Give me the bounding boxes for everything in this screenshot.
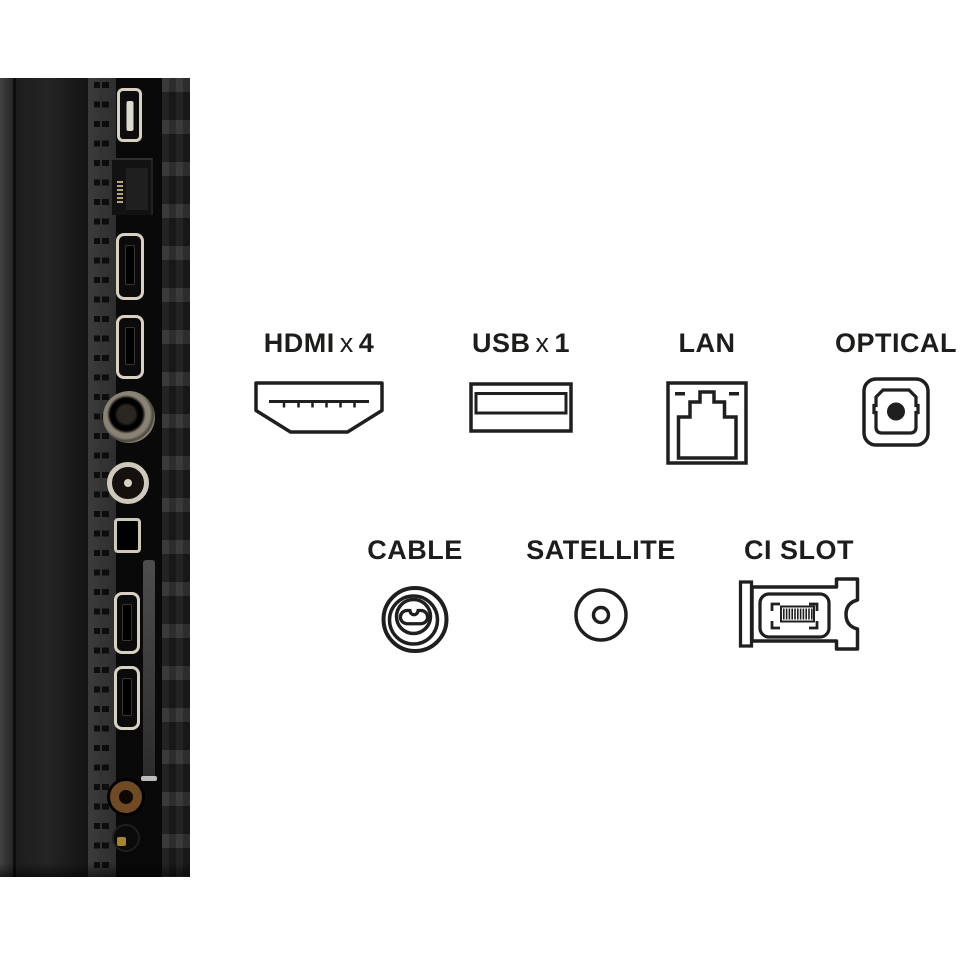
tv-panel-body [16,78,88,877]
photo-headphone-jack [112,824,140,852]
ci-slot-label: CI SLOT [724,536,874,564]
hdmi-port-icon [254,381,384,434]
ci-slot-icon [738,577,860,651]
photo-optical-port [114,518,141,553]
ci-slot-label-name: CI SLOT [744,535,854,565]
tv-back-cover-texture [162,78,190,877]
photo-hdmi-port-1 [116,233,144,300]
photo-ci-slot-bar [143,560,155,778]
lan-label-name: LAN [678,328,736,358]
tv-screen-edge [0,78,13,877]
cable-label-name: CABLE [367,535,463,565]
photo-bottom-shade [0,863,190,877]
optical-label: OPTICAL [821,329,960,357]
lan-label: LAN [632,329,782,357]
photo-hdmi-port-3 [114,592,140,654]
port-item-optical: OPTICAL [821,329,960,454]
photo-satellite-port [107,462,149,504]
photo-av-input-port [110,781,142,813]
hdmi-label-times: x [339,328,354,358]
usb-label-name: USB [471,328,531,358]
satellite-label-name: SATELLITE [526,535,676,565]
optical-port-icon [862,377,930,447]
port-item-lan: LAN [632,329,782,469]
port-item-satellite: SATELLITE [526,536,676,651]
cable-port-icon [381,586,449,653]
photo-usb-port [117,88,142,142]
vent-split-line [100,78,102,877]
usb-label-times: x [535,328,550,358]
photo-hdmi-port-4 [114,666,140,730]
port-item-cable: CABLE [340,536,490,661]
tv-bezel-line [13,78,16,877]
usb-label-count: 1 [554,328,571,358]
cable-label: CABLE [340,536,490,564]
lan-port-icon [666,381,748,465]
photo-lan-port [112,158,153,215]
satellite-label: SATELLITE [526,536,676,564]
usb-port-icon [469,382,573,433]
vent-strip [88,78,116,877]
port-item-ci-slot: CI SLOT [724,536,874,661]
tv-side-panel-photo [0,78,190,877]
photo-ci-slot-tip [141,776,157,781]
satellite-port-icon [574,588,628,642]
hdmi-label-count: 4 [358,328,375,358]
photo-hdmi-port-2 [116,315,144,379]
optical-label-name: OPTICAL [835,328,957,358]
photo-cable-coax-port [103,391,155,443]
hdmi-label-name: HDMI [263,328,335,358]
